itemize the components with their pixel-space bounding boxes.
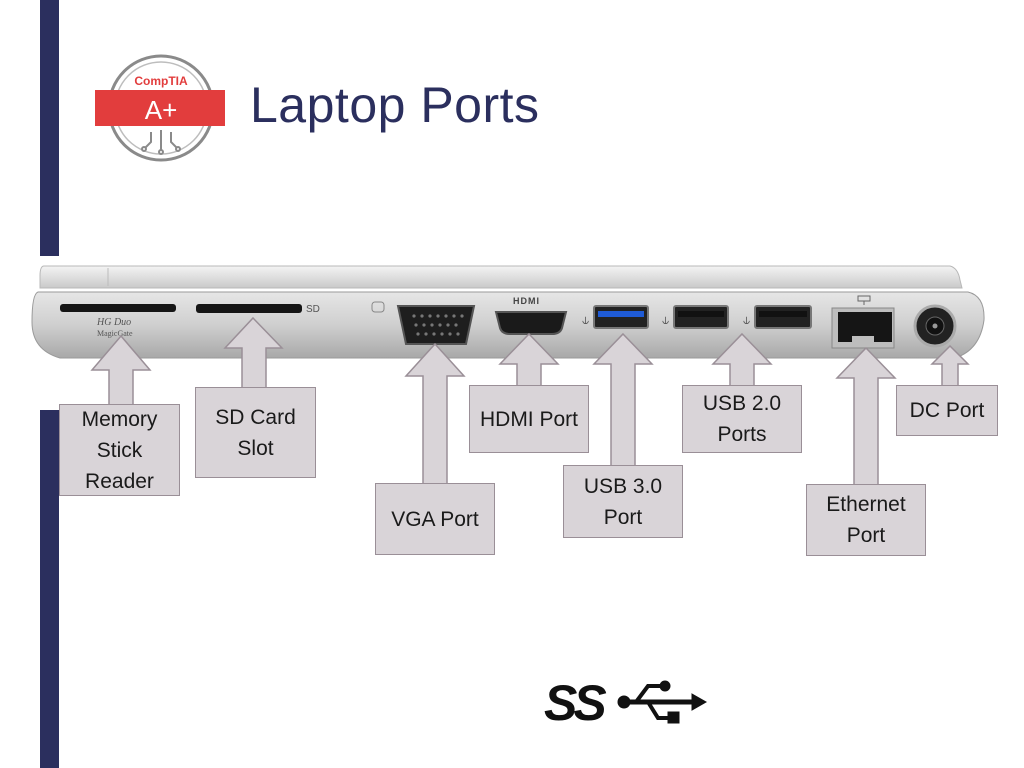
sd-marking: SD <box>306 304 320 315</box>
memory-stick-slot <box>60 304 176 312</box>
callout-sd-card-slot: SD Card Slot <box>195 387 316 478</box>
superspeed-usb-icon: SS <box>544 675 708 731</box>
arrow-memory-stick <box>90 334 152 406</box>
arrow-vga <box>404 342 466 485</box>
arrow-usb2 <box>711 332 773 387</box>
hdmi-port <box>494 311 568 335</box>
callout-ethernet-port: Ethernet Port <box>806 484 926 556</box>
callout-hdmi-port: HDMI Port <box>469 385 589 453</box>
callout-vga-port: VGA Port <box>375 483 495 555</box>
hdmi-marking: HDMI <box>513 296 540 306</box>
svg-text:⫝: ⫝ <box>662 313 669 327</box>
slide-title: Laptop Ports <box>250 77 540 133</box>
logo-cert-text: A+ <box>145 95 178 125</box>
callout-memory-stick-reader: Memory Stick Reader <box>59 404 180 496</box>
arrow-ethernet <box>835 346 897 486</box>
svg-text:⫝: ⫝ <box>743 313 750 327</box>
callout-usb3-port: USB 3.0 Port <box>563 465 683 538</box>
callout-dc-port: DC Port <box>896 385 998 436</box>
magicgate-marking: MagicGate <box>97 329 133 338</box>
comptia-a-plus-logo: CompTIA A+ <box>95 54 225 162</box>
accent-bar-bottom <box>40 410 59 768</box>
arrow-hdmi <box>498 332 560 387</box>
callout-usb2-ports: USB 2.0 Ports <box>682 385 802 453</box>
hg-duo-marking: HG Duo <box>96 317 131 328</box>
svg-text:⫝: ⫝ <box>582 313 589 327</box>
arrow-dc <box>930 344 970 387</box>
arrow-usb3 <box>592 332 654 467</box>
accent-bar-top <box>40 0 59 256</box>
arrow-sd-card <box>223 316 284 389</box>
superspeed-text: SS <box>544 675 606 731</box>
sd-card-slot <box>196 304 302 313</box>
logo-brand-text: CompTIA <box>134 74 188 88</box>
